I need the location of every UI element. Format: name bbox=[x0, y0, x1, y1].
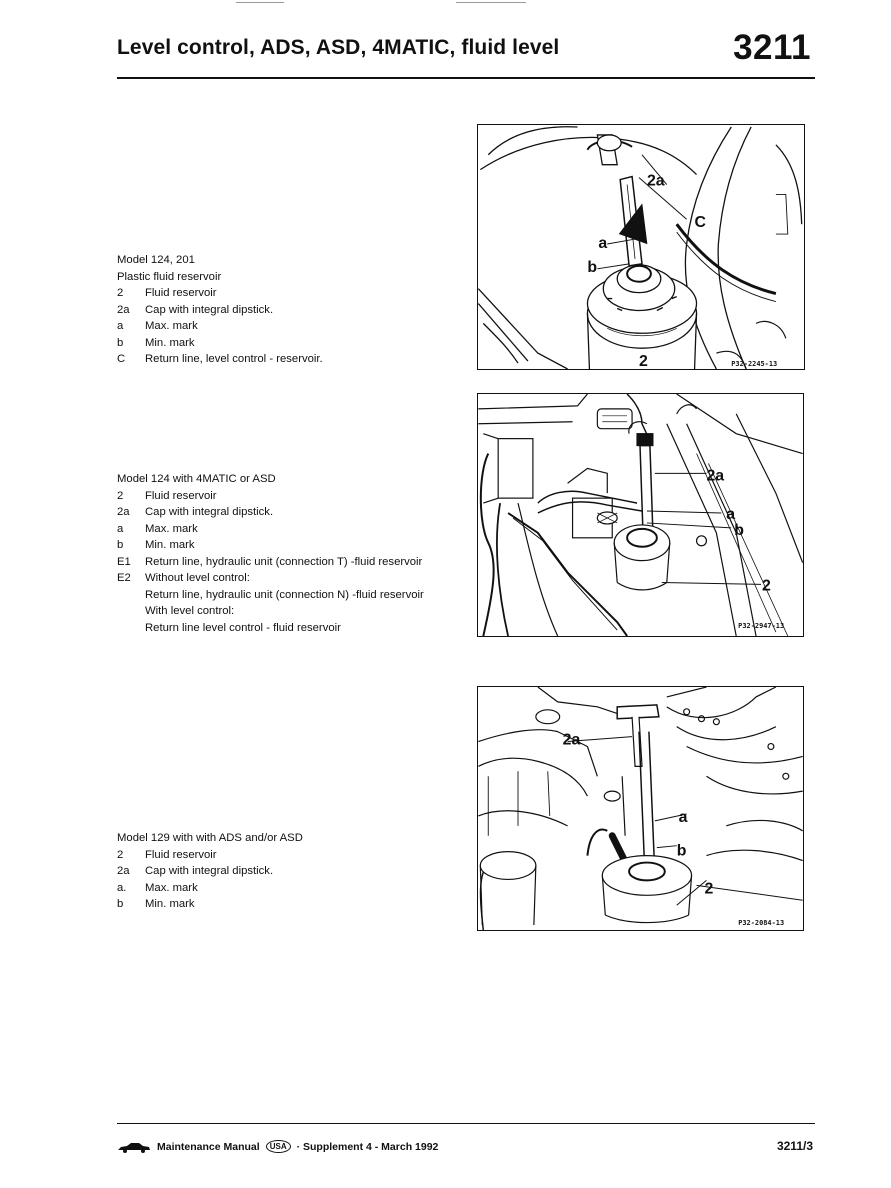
legend-item: a.Max. mark bbox=[117, 881, 198, 894]
callout-label: 2 bbox=[704, 880, 713, 897]
callout-label: 2 bbox=[762, 577, 771, 594]
legend-heading: Model 124, 201 bbox=[117, 254, 195, 266]
legend-continuation: Return line, hydraulic unit (connection … bbox=[145, 588, 424, 601]
callout-label: 2 bbox=[639, 353, 648, 369]
callout-label: b bbox=[587, 259, 597, 276]
legend-heading: Model 124 with 4MATIC or ASD bbox=[117, 473, 276, 485]
footer-rule bbox=[117, 1123, 815, 1124]
legend-model-124-201: Model 124, 201 Plastic fluid reservoir 2… bbox=[117, 252, 323, 368]
footer-manual-title: Maintenance Manual bbox=[157, 1140, 260, 1153]
page-number: 3211/3 bbox=[776, 1139, 813, 1153]
callout-label: b bbox=[734, 522, 744, 539]
callout-label: 2a bbox=[563, 732, 581, 749]
legend-continuation: Return line level control - fluid reserv… bbox=[145, 621, 341, 634]
figure-code: P32-2947-13 bbox=[738, 622, 784, 630]
callout-label: a bbox=[726, 506, 735, 523]
scan-mark bbox=[236, 2, 284, 3]
legend-subheading: Plastic fluid reservoir bbox=[117, 270, 222, 283]
scan-mark bbox=[456, 2, 526, 3]
usa-badge: USA bbox=[265, 1140, 291, 1153]
legend-continuation: With level control: bbox=[145, 605, 235, 617]
figure-code: P32-2084-13 bbox=[738, 919, 784, 927]
figure-plastic-reservoir: 2a C a b 2 P32-2245-13 bbox=[477, 124, 805, 370]
callout-label: b bbox=[677, 843, 687, 860]
figure-code: P32-2245-13 bbox=[731, 360, 777, 368]
figure-model-129-reservoir: 2a a b 2 P32-2084-13 bbox=[477, 686, 804, 931]
callout-label: C bbox=[695, 214, 707, 231]
callout-label: a bbox=[598, 235, 607, 252]
callout-label: a bbox=[679, 809, 688, 826]
figure-4matic-reservoir: 2a a b 2 P32-2947-13 bbox=[477, 393, 804, 637]
section-code: 3211 bbox=[733, 28, 811, 67]
footer: Maintenance Manual USA · Supplement 4 - … bbox=[117, 1140, 438, 1153]
page-title: Level control, ADS, ASD, 4MATIC, fluid l… bbox=[117, 36, 560, 59]
legend-heading: Model 129 with with ADS and/or ASD bbox=[117, 832, 303, 844]
callout-label: 2a bbox=[647, 173, 665, 190]
car-logo-icon bbox=[118, 1142, 150, 1153]
header-rule bbox=[117, 77, 815, 79]
footer-supplement: · Supplement 4 - March 1992 bbox=[296, 1140, 439, 1153]
callout-label: 2a bbox=[706, 467, 724, 484]
